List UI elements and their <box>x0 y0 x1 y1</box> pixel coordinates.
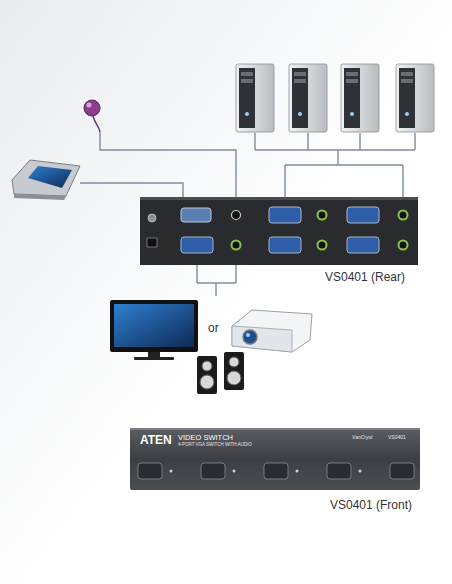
brand-logo: ATEN <box>140 434 172 447</box>
front-panel-node: ATEN VIDEO SWITCH4-PORT VGA SWITCH WITH A… <box>130 428 420 490</box>
product-type: VIDEO SWITCH <box>178 434 233 442</box>
panel-caption: VS0401 (Front) <box>330 499 412 512</box>
front-panel <box>130 428 420 490</box>
or-label: or <box>208 322 219 335</box>
computers <box>236 64 434 132</box>
product-line: VanCryst <box>352 435 372 441</box>
rear-panel <box>140 197 418 265</box>
ir-sensor <box>84 100 100 132</box>
rear-panel-node: VS0401 (Rear) <box>140 197 418 265</box>
speakers <box>197 352 244 394</box>
model-number: VS0401 <box>388 435 406 441</box>
lcd-tv <box>110 300 198 360</box>
product-subtitle: 4-PORT VGA SWITCH WITH AUDIO <box>178 443 252 448</box>
touch-panel <box>12 160 80 200</box>
panel-caption: VS0401 (Rear) <box>325 271 405 284</box>
projector <box>232 310 312 352</box>
